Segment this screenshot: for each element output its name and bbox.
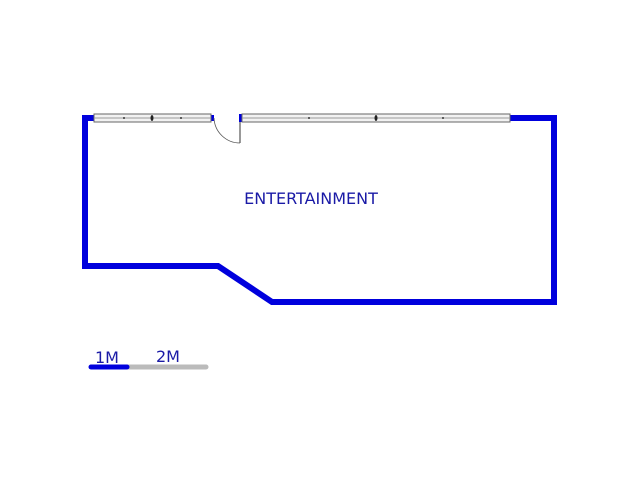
scale-label-2m: 2M: [156, 347, 180, 366]
window-right: [241, 113, 511, 123]
scale-bar: 1M 2M: [88, 347, 209, 370]
door: [213, 114, 242, 144]
room-label: ENTERTAINMENT: [244, 189, 378, 208]
door-swing-arc: [213, 117, 241, 144]
door-jamb: [239, 114, 242, 122]
scale-label-1m: 1M: [95, 348, 119, 367]
outer-wall: [82, 115, 557, 305]
window-left: [93, 113, 212, 123]
